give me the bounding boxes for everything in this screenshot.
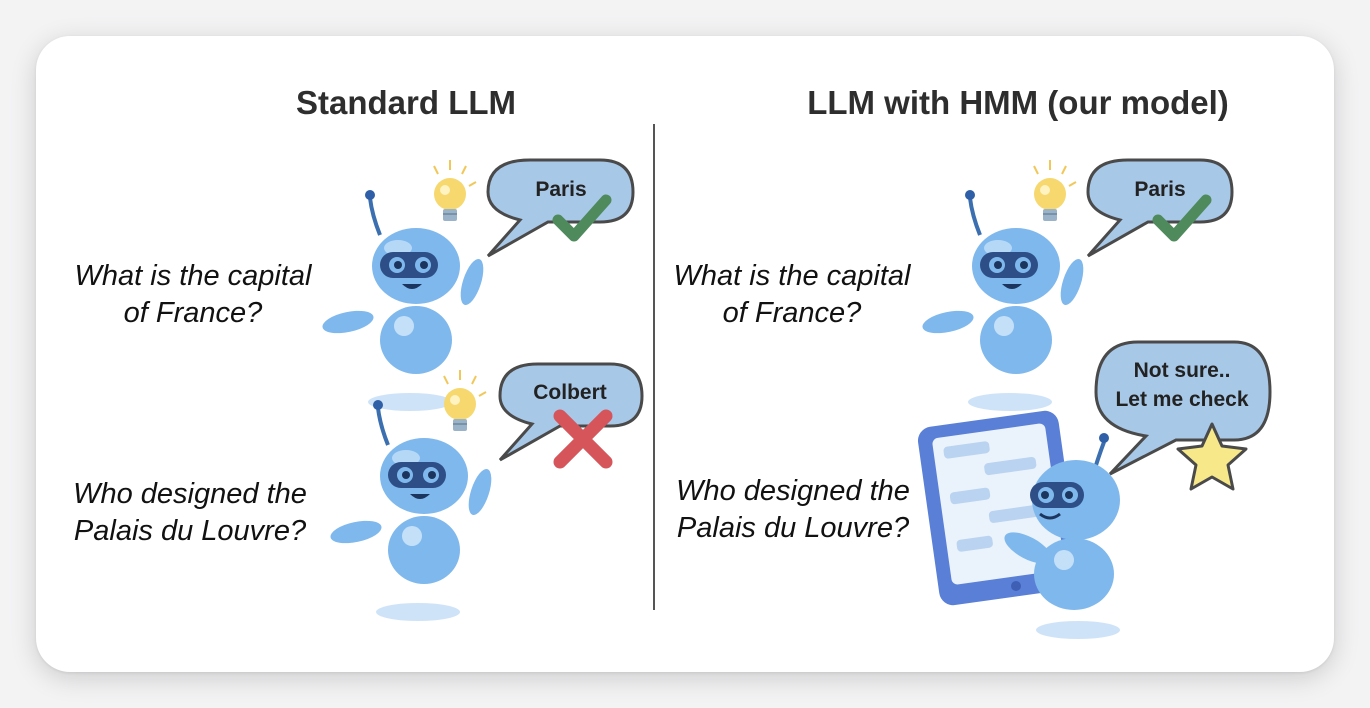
check-icon	[552, 194, 612, 242]
speech-bubble	[1094, 340, 1272, 476]
panel-title-standard-llm: Standard LLM	[296, 84, 516, 121]
cross-icon	[553, 409, 613, 469]
lightbulb-icon	[443, 369, 487, 432]
panel-divider	[653, 124, 655, 610]
question-louvre-designer: Who designed the Palais du Louvre?	[73, 478, 307, 547]
robot-icon	[326, 398, 498, 623]
question-louvre-designer: Who designed the Palais du Louvre?	[676, 475, 910, 544]
speech-bubble	[486, 158, 635, 258]
robot-icon	[918, 188, 1090, 413]
panel-title-llm-with-hmm: LLM with HMM (our model)	[807, 84, 1229, 121]
bubble-answer-not-sure: Not sure.. Let me check	[1115, 359, 1249, 411]
speech-bubble	[498, 362, 644, 462]
speech-bubble	[1086, 158, 1234, 258]
robot-icon	[318, 188, 490, 413]
question-capital-of-france: What is the capital of France?	[74, 260, 312, 329]
lightbulb-icon	[1033, 159, 1077, 222]
question-capital-of-france: What is the capital of France?	[673, 260, 911, 329]
bubble-answer-paris: Paris	[1134, 178, 1186, 201]
check-icon	[1152, 194, 1212, 242]
bubble-answer-paris: Paris	[535, 178, 587, 201]
bubble-answer-colbert: Colbert	[533, 381, 607, 404]
lightbulb-icon	[433, 159, 477, 222]
robot-icon	[1004, 433, 1120, 639]
star-icon	[1176, 422, 1248, 491]
